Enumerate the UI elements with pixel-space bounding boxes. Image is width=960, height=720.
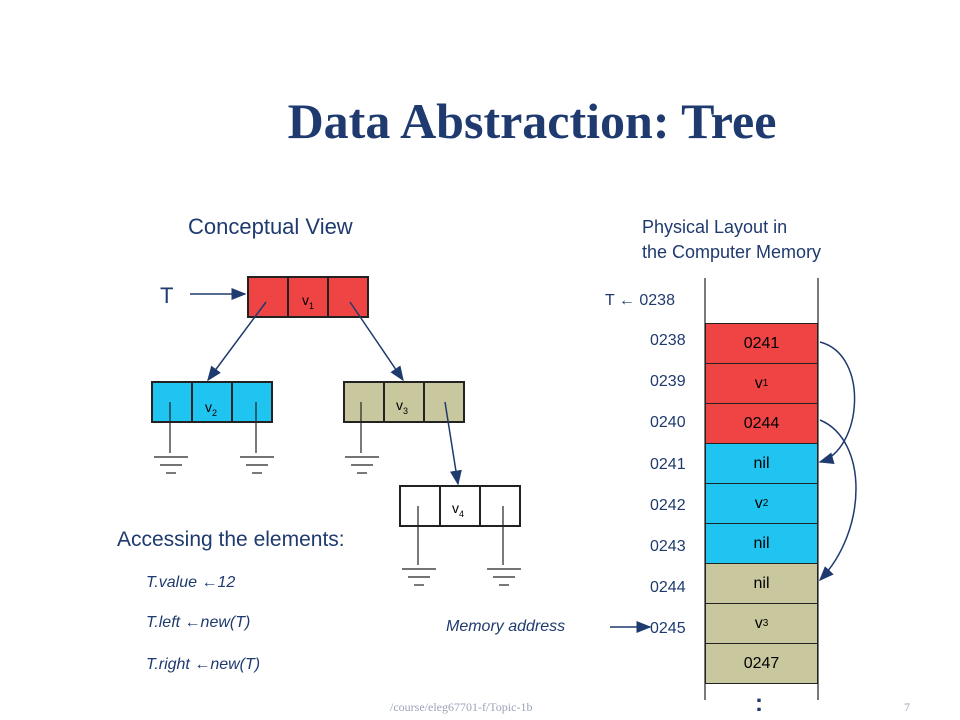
edge-v1-v2 — [207, 301, 267, 382]
physical-heading: Physical Layout in the Computer Memory — [642, 215, 821, 265]
memory-cell-content: 0247 — [743, 654, 780, 672]
memory-address: 0244 — [650, 579, 686, 596]
access-heading: Accessing the elements: — [117, 528, 345, 551]
pointer-0240-to-0244 — [818, 419, 857, 582]
memory-address: 0241 — [650, 456, 686, 473]
conceptual-view-heading: Conceptual View — [188, 214, 353, 239]
memory-cell-subscript: 1 — [762, 378, 769, 389]
memory-cell-content: v — [754, 494, 763, 512]
edge-v3-v4 — [444, 401, 462, 486]
memory-address: 0242 — [650, 497, 686, 514]
memory-address: 0240 — [650, 414, 686, 431]
memory-cell: nil — [705, 523, 818, 564]
memory-ellipsis: : — [755, 690, 763, 717]
physical-heading-line1: Physical Layout in — [642, 217, 788, 237]
memory-cell-content: nil — [753, 454, 770, 472]
root-pointer-label: T — [160, 283, 173, 308]
footer-path: /course/eleg67701-f/Topic-1b — [390, 700, 533, 714]
memory-cell-content: 0241 — [743, 334, 780, 352]
memory-address: 0238 — [650, 332, 686, 349]
memory-cell-content: 0244 — [743, 414, 780, 432]
memory-address: 0243 — [650, 538, 686, 555]
memory-pointer-line: T ← 0238 — [605, 292, 675, 309]
pointer-0238-to-0241 — [818, 341, 856, 465]
svg-text:v4: v4 — [452, 500, 464, 519]
tree-node-v4: v4 — [399, 485, 521, 527]
tree-node-v1: v1 — [247, 276, 369, 318]
memory-cell: 0244 — [705, 403, 818, 444]
memory-cell: 0247 — [705, 643, 818, 684]
page-title: Data Abstraction: Tree — [287, 93, 777, 149]
access-line-right: T.right ←new(T) — [146, 656, 261, 673]
nil-ground-symbols — [154, 402, 521, 586]
svg-text:v3: v3 — [396, 397, 408, 416]
memory-cell-content: v — [754, 374, 763, 392]
access-line-value: T.value ←12 — [146, 574, 236, 591]
page-number: 7 — [904, 700, 910, 714]
physical-heading-line2: the Computer Memory — [642, 242, 822, 262]
memory-cell: nil — [705, 563, 818, 604]
memory-cell-content: v — [754, 614, 763, 632]
tree-node-v2: v2 — [151, 381, 273, 423]
svg-text:v2: v2 — [205, 399, 217, 418]
memory-address-label: Memory address — [446, 618, 566, 635]
memory-address: 0245 — [650, 620, 686, 637]
access-line-left: T.left ←new(T) — [146, 614, 251, 631]
tree-node-v3: v3 — [343, 381, 465, 423]
memory-cell-subscript: 2 — [762, 498, 769, 509]
memory-cell-content: nil — [753, 574, 770, 592]
svg-text:v1: v1 — [302, 292, 314, 311]
memory-address: 0239 — [650, 373, 686, 390]
memory-cell: 0241 — [705, 323, 818, 364]
memory-cell-subscript: 3 — [762, 618, 769, 629]
memory-cell: nil — [705, 443, 818, 484]
memory-cell-content: nil — [753, 534, 770, 552]
edge-v1-v3 — [349, 301, 404, 382]
